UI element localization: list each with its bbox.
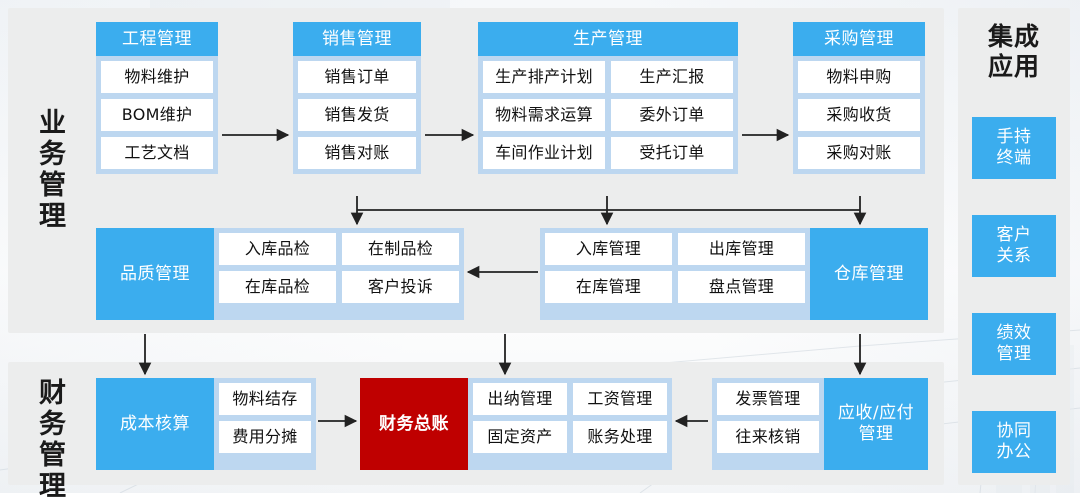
leaf-entrusted-order[interactable]: 受托订单 — [611, 137, 733, 169]
app-button-collaborative-office[interactable]: 协同 办公 — [972, 411, 1056, 473]
app-button-customer-relations-line2: 关系 — [996, 246, 1032, 266]
card-label-ap-ar-line2: 管理 — [858, 424, 894, 444]
panel-title-apps-line1: 集成 — [987, 22, 1040, 51]
panel-title-finance: 财务管理 — [39, 378, 67, 502]
card-header-production: 生产管理 — [478, 22, 738, 56]
panel-title-business: 业务管理 — [39, 108, 67, 232]
card-row: 物料维护 — [101, 61, 213, 93]
card-general-ledger[interactable]: 财务总账 出纳管理 工资管理 固定资产 账务处理 — [360, 378, 672, 470]
card-row: 出纳管理 工资管理 — [473, 383, 667, 415]
leaf-outbound-management[interactable]: 出库管理 — [678, 233, 805, 265]
card-warehouse-management[interactable]: 入库管理 出库管理 在库管理 盘点管理 仓库管理 — [540, 228, 928, 320]
card-row: 费用分摊 — [219, 421, 311, 453]
app-button-performance-management-line2: 管理 — [996, 344, 1032, 364]
leaf-stock-management[interactable]: 在库管理 — [545, 271, 672, 303]
leaf-payroll-management[interactable]: 工资管理 — [573, 383, 667, 415]
card-row: 入库品检 在制品检 — [219, 233, 459, 265]
app-button-handheld-terminal-line2: 终端 — [996, 148, 1032, 168]
card-row: 发票管理 — [717, 383, 819, 415]
card-ap-ar-management[interactable]: 发票管理 往来核销 应收/应付 管理 — [712, 378, 928, 470]
leaf-wip-inspection[interactable]: 在制品检 — [342, 233, 459, 265]
card-engineering-management[interactable]: 工程管理 物料维护 BOM维护 工艺文档 — [96, 22, 218, 174]
leaf-mrp-calculation[interactable]: 物料需求运算 — [483, 99, 605, 131]
leaf-workshop-job-plan[interactable]: 车间作业计划 — [483, 137, 605, 169]
card-row: 在库管理 盘点管理 — [545, 271, 805, 303]
card-label-general-ledger: 财务总账 — [360, 378, 468, 470]
app-button-performance-management[interactable]: 绩效 管理 — [972, 313, 1056, 375]
card-row: 生产排产计划 生产汇报 — [483, 61, 733, 93]
leaf-process-document[interactable]: 工艺文档 — [101, 137, 213, 169]
leaf-material-maintenance[interactable]: 物料维护 — [101, 61, 213, 93]
leaf-production-report[interactable]: 生产汇报 — [611, 61, 733, 93]
leaf-settlement-writeoff[interactable]: 往来核销 — [717, 421, 819, 453]
leaf-customer-complaint[interactable]: 客户投诉 — [342, 271, 459, 303]
leaf-material-requisition[interactable]: 物料申购 — [798, 61, 920, 93]
app-button-customer-relations-line1: 客户 — [996, 225, 1032, 245]
card-row: BOM维护 — [101, 99, 213, 131]
card-row: 物料需求运算 委外订单 — [483, 99, 733, 131]
leaf-inbound-management[interactable]: 入库管理 — [545, 233, 672, 265]
card-cost-accounting[interactable]: 成本核算 物料结存 费用分摊 — [96, 378, 316, 470]
app-button-collaborative-office-line2: 办公 — [996, 442, 1032, 462]
card-production-management[interactable]: 生产管理 生产排产计划 生产汇报 物料需求运算 委外订单 车间作业计划 受托订单 — [478, 22, 738, 174]
card-header-purchase: 采购管理 — [793, 22, 925, 56]
leaf-sales-reconciliation[interactable]: 销售对账 — [298, 137, 416, 169]
leaf-cashier-management[interactable]: 出纳管理 — [473, 383, 567, 415]
card-row: 往来核销 — [717, 421, 819, 453]
card-row: 物料结存 — [219, 383, 311, 415]
card-header-engineering: 工程管理 — [96, 22, 218, 56]
card-header-sales: 销售管理 — [293, 22, 421, 56]
card-body-general-ledger: 出纳管理 工资管理 固定资产 账务处理 — [468, 378, 672, 470]
card-quality-management[interactable]: 品质管理 入库品检 在制品检 在库品检 客户投诉 — [96, 228, 464, 320]
leaf-purchase-receipt[interactable]: 采购收货 — [798, 99, 920, 131]
card-row: 销售发货 — [298, 99, 416, 131]
card-row: 车间作业计划 受托订单 — [483, 137, 733, 169]
card-row: 入库管理 出库管理 — [545, 233, 805, 265]
card-body-ap-ar: 发票管理 往来核销 — [712, 378, 824, 470]
card-row: 工艺文档 — [101, 137, 213, 169]
card-body-warehouse: 入库管理 出库管理 在库管理 盘点管理 — [540, 228, 810, 320]
leaf-material-balance[interactable]: 物料结存 — [219, 383, 311, 415]
leaf-accounting-processing[interactable]: 账务处理 — [573, 421, 667, 453]
card-label-ap-ar-line1: 应收/应付 — [837, 403, 915, 423]
card-body-cost-accounting: 物料结存 费用分摊 — [214, 378, 316, 470]
leaf-stock-inspection[interactable]: 在库品检 — [219, 271, 336, 303]
app-button-customer-relations[interactable]: 客户 关系 — [972, 215, 1056, 277]
leaf-expense-allocation[interactable]: 费用分摊 — [219, 421, 311, 453]
leaf-invoice-management[interactable]: 发票管理 — [717, 383, 819, 415]
card-label-warehouse: 仓库管理 — [810, 228, 928, 320]
app-button-handheld-terminal-line1: 手持 — [996, 127, 1032, 147]
card-body-engineering: 物料维护 BOM维护 工艺文档 — [96, 56, 218, 174]
card-label-quality: 品质管理 — [96, 228, 214, 320]
card-row: 物料申购 — [798, 61, 920, 93]
card-body-purchase: 物料申购 采购收货 采购对账 — [793, 56, 925, 174]
leaf-sales-delivery[interactable]: 销售发货 — [298, 99, 416, 131]
leaf-production-schedule-plan[interactable]: 生产排产计划 — [483, 61, 605, 93]
card-row: 销售订单 — [298, 61, 416, 93]
card-body-quality: 入库品检 在制品检 在库品检 客户投诉 — [214, 228, 464, 320]
card-row: 采购收货 — [798, 99, 920, 131]
card-row: 在库品检 客户投诉 — [219, 271, 459, 303]
panel-title-apps-line2: 应用 — [987, 52, 1040, 81]
card-body-production: 生产排产计划 生产汇报 物料需求运算 委外订单 车间作业计划 受托订单 — [478, 56, 738, 174]
panel-title-apps: 集成 应用 — [958, 22, 1070, 82]
card-body-sales: 销售订单 销售发货 销售对账 — [293, 56, 421, 174]
leaf-sales-order[interactable]: 销售订单 — [298, 61, 416, 93]
app-button-collaborative-office-line1: 协同 — [996, 421, 1032, 441]
card-row: 销售对账 — [298, 137, 416, 169]
card-purchase-management[interactable]: 采购管理 物料申购 采购收货 采购对账 — [793, 22, 925, 174]
card-label-ap-ar: 应收/应付 管理 — [824, 378, 928, 470]
leaf-fixed-assets[interactable]: 固定资产 — [473, 421, 567, 453]
card-row: 固定资产 账务处理 — [473, 421, 667, 453]
card-label-cost-accounting: 成本核算 — [96, 378, 214, 470]
leaf-stocktaking-management[interactable]: 盘点管理 — [678, 271, 805, 303]
leaf-purchase-reconciliation[interactable]: 采购对账 — [798, 137, 920, 169]
leaf-outsourcing-order[interactable]: 委外订单 — [611, 99, 733, 131]
card-sales-management[interactable]: 销售管理 销售订单 销售发货 销售对账 — [293, 22, 421, 174]
app-button-handheld-terminal[interactable]: 手持 终端 — [972, 117, 1056, 179]
leaf-bom-maintenance[interactable]: BOM维护 — [101, 99, 213, 131]
leaf-inbound-inspection[interactable]: 入库品检 — [219, 233, 336, 265]
card-row: 采购对账 — [798, 137, 920, 169]
app-button-performance-management-line1: 绩效 — [996, 323, 1032, 343]
